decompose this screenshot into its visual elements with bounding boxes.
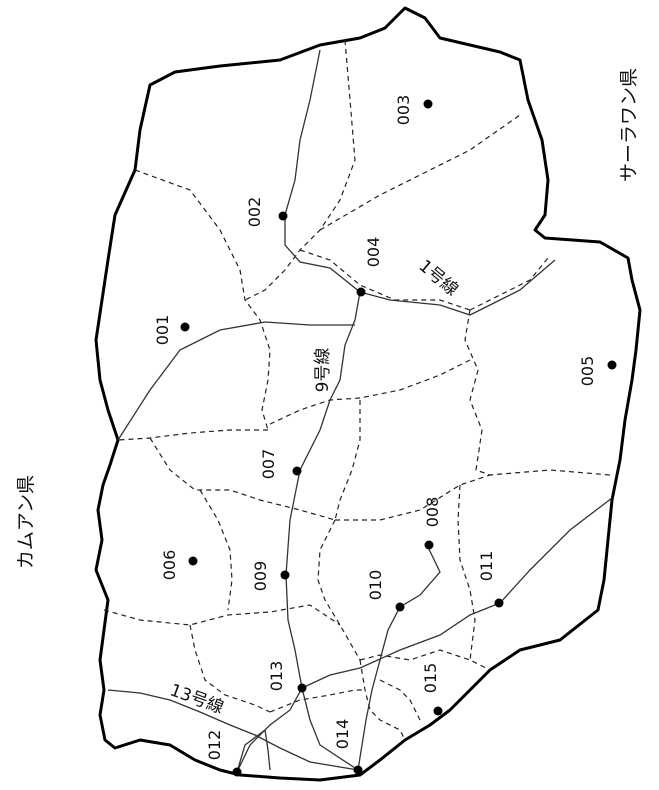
capital-dot-001: [180, 322, 190, 332]
capital-dot-012: [232, 767, 242, 777]
province-border: [94, 6, 642, 782]
capital-dot-015: [433, 706, 443, 716]
route-9-label: 9号線: [313, 348, 333, 393]
district-label-002: 002: [245, 197, 264, 228]
district-label-004: 004: [364, 237, 383, 268]
capital-dot-007: [292, 466, 302, 476]
district-capitals: [180, 99, 617, 777]
capital-dot-004: [356, 287, 366, 297]
capital-dot-008: [424, 540, 434, 550]
route-9-road: [236, 291, 361, 773]
district-labels: 001 002 003 004 005 006 007 008 009 010 …: [153, 95, 597, 761]
capital-dot-005: [607, 360, 617, 370]
route-1-road: [284, 49, 556, 316]
capital-dot-010: [395, 602, 405, 612]
district-label-013: 013: [267, 661, 286, 692]
district-label-010: 010: [366, 570, 385, 601]
district-label-005: 005: [578, 356, 597, 387]
capital-dot-013: [297, 683, 307, 693]
district-label-014: 014: [333, 719, 352, 750]
district-label-012: 012: [205, 730, 224, 761]
capital-dot-006: [188, 556, 198, 566]
district-label-011: 011: [477, 551, 496, 582]
capital-dot-002: [278, 211, 288, 221]
district-label-015: 015: [421, 663, 440, 694]
capital-dot-011: [494, 598, 504, 608]
capital-dot-003: [423, 99, 433, 109]
district-label-009: 009: [251, 561, 270, 592]
district-boundaries: [103, 39, 611, 741]
district-label-003: 003: [394, 95, 413, 126]
prefecture-label-east: サーラワン県: [618, 68, 640, 182]
route-13-label: 13号線: [167, 680, 226, 718]
road-network: [107, 49, 613, 773]
district-label-008: 008: [423, 497, 442, 528]
capital-dot-014: [353, 765, 363, 775]
district-label-001: 001: [153, 315, 172, 346]
capital-dot-009: [280, 570, 290, 580]
district-label-007: 007: [259, 449, 278, 480]
route-13-road: [107, 689, 359, 771]
route-1-label: 1号線: [415, 256, 462, 300]
district-label-006: 006: [160, 550, 179, 581]
prefecture-label-west: カムアン県: [15, 475, 37, 569]
